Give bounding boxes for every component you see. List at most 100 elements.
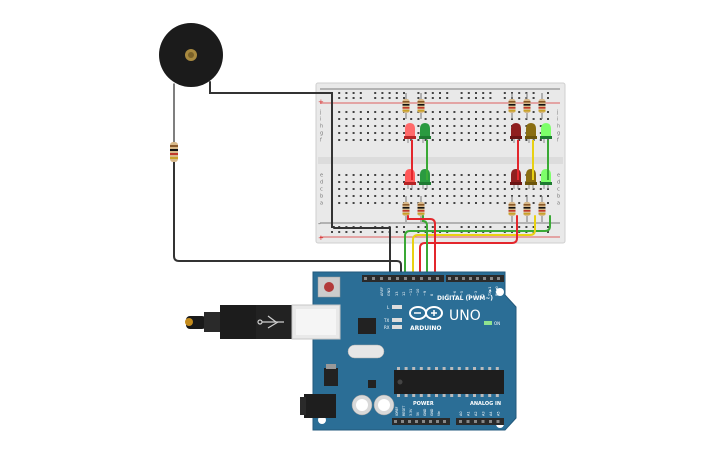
digital-pin-label: ~5	[460, 291, 464, 296]
resistor	[417, 93, 425, 119]
rail-plus-top: +	[318, 98, 324, 106]
resistor	[523, 93, 531, 119]
digital-pin-label: RX◀0	[495, 286, 499, 296]
digital-pinholes	[364, 277, 500, 280]
row-letter-bottom-right: d	[557, 180, 560, 186]
on-led-label: ON	[494, 321, 500, 326]
voltage-regulator	[324, 368, 338, 386]
analog-section-label: ANALOG IN	[470, 401, 501, 407]
analog-header	[456, 418, 504, 425]
analog-pin-label: A3	[482, 411, 486, 416]
digital-pin-label: 7	[446, 294, 450, 296]
digital-header-left	[362, 275, 444, 282]
resistor	[508, 93, 516, 119]
arduino-brand-text: ARDUINO	[410, 325, 441, 332]
resistor	[538, 196, 546, 222]
resistor-group	[402, 93, 546, 222]
row-letter-bottom: c	[320, 187, 323, 193]
row-letter-top-right: j	[556, 110, 558, 116]
crystal-oscillator	[347, 344, 385, 359]
atmega-chip	[394, 370, 504, 394]
small-chip	[368, 380, 376, 388]
row-letter-bottom: e	[320, 173, 323, 179]
digital-pin-label: ~3	[474, 291, 478, 296]
arduino-infinity-logo-icon	[409, 306, 443, 320]
row-letter-top-right: h	[557, 124, 560, 130]
analog-pin-label: A5	[497, 411, 501, 416]
digital-pin-label: 2	[481, 294, 485, 296]
led-green	[540, 123, 552, 143]
power-pin-label: IOREF	[395, 406, 399, 416]
reset-button-cap[interactable]	[324, 282, 334, 292]
buzzer-resistor	[170, 142, 178, 162]
digital-pin-label: ~6	[453, 291, 457, 296]
digital-section-label: DIGITAL (PWM~)	[437, 295, 493, 302]
power-jack[interactable]	[304, 394, 336, 418]
signal-wires	[333, 215, 551, 282]
breadboard-jumpers	[411, 140, 549, 180]
power-pin-label: 3.3V	[409, 408, 413, 416]
power-pin-label: 5V	[416, 411, 420, 416]
row-letter-bottom-right: a	[557, 201, 560, 207]
resistor	[402, 93, 410, 119]
row-letter-bottom: b	[320, 194, 323, 200]
digital-pin-label: TX▶1	[488, 287, 492, 297]
digital-pin-label: 4	[467, 293, 471, 296]
rail-plus-bottom: +	[318, 234, 324, 242]
tx-led-label: TX	[383, 318, 389, 323]
row-letter-top-right: g	[557, 131, 560, 137]
resistor	[508, 196, 516, 222]
l-led-label: L	[387, 305, 390, 310]
piezo-buzzer-icon	[159, 23, 223, 87]
rx-led	[392, 325, 402, 329]
analog-pin-label: A0	[459, 411, 463, 416]
row-letter-top-right: f	[557, 138, 559, 144]
row-letter-bottom: a	[320, 201, 323, 207]
row-letter-bottom-right: b	[557, 194, 560, 200]
digital-pin-label: 12	[402, 292, 406, 296]
resistor	[402, 196, 410, 222]
l-led	[392, 305, 402, 309]
row-letter-top: j	[319, 110, 321, 116]
led-olive	[525, 123, 537, 143]
analog-pin-label: A4	[489, 411, 493, 416]
row-letter-top: g	[320, 131, 323, 137]
row-letter-top: i	[320, 117, 321, 123]
row-letter-bottom: d	[320, 180, 323, 186]
tx-led	[392, 318, 402, 322]
power-pin-label: GND	[423, 408, 427, 416]
digital-pin-label: ~10	[416, 289, 420, 296]
rail-minus-bottom: -	[318, 220, 321, 228]
row-letter-top: h	[320, 124, 323, 130]
resistor	[523, 196, 531, 222]
gnd-label: GND	[387, 288, 391, 296]
rx-led-label: RX	[384, 325, 390, 330]
usb-cable-icon	[185, 304, 341, 340]
digital-pin-label: 8	[430, 294, 434, 296]
power-header	[392, 418, 450, 425]
row-letter-top-right: i	[557, 117, 558, 123]
aref-label: AREF	[380, 287, 384, 296]
analog-pin-label: A2	[474, 411, 478, 416]
row-letter-bottom-right: e	[557, 173, 560, 179]
analog-pin-label: A1	[467, 411, 471, 416]
uno-model-text: UNO	[449, 308, 481, 324]
digital-pin-label: 13	[395, 292, 399, 296]
digital-pin-label: ~11	[409, 289, 413, 296]
power-pin-label: RESET	[402, 406, 406, 416]
buzzer-wiring	[173, 81, 402, 282]
bottom-pinholes	[394, 420, 500, 423]
row-letter-bottom-right: c	[557, 187, 560, 193]
atmega-chip-pins	[397, 367, 499, 397]
row-letter-top: f	[320, 138, 322, 144]
led-group	[404, 123, 552, 189]
resistor	[538, 93, 546, 119]
power-section-label: POWER	[413, 401, 434, 407]
digital-pin-label: ~9	[423, 291, 427, 296]
